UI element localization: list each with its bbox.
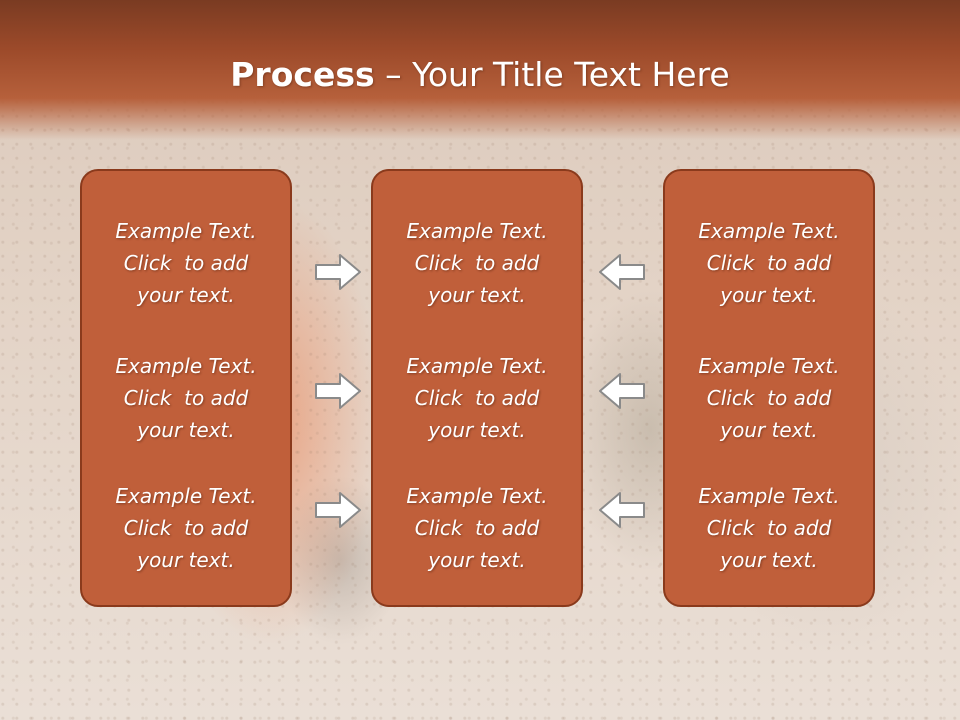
text-line: Click to add	[706, 386, 832, 410]
arrow-right-icon	[315, 373, 361, 409]
panel-text-block[interactable]: Example Text. Click to add your text.	[82, 350, 290, 446]
text-line: Example Text.	[115, 354, 257, 378]
title-bold: Process	[230, 55, 375, 94]
text-line: your text.	[428, 548, 526, 572]
arrow-right-icon	[315, 254, 361, 290]
panel-text-block[interactable]: Example Text. Click to add your text.	[665, 480, 873, 576]
panel-text-block[interactable]: Example Text. Click to add your text.	[82, 480, 290, 576]
panel-text-block[interactable]: Example Text. Click to add your text.	[373, 480, 581, 576]
text-line: Click to add	[414, 386, 540, 410]
title-rest: – Your Title Text Here	[374, 55, 730, 94]
panel-text-block[interactable]: Example Text. Click to add your text.	[665, 215, 873, 311]
text-line: Click to add	[414, 516, 540, 540]
text-line: your text.	[137, 548, 235, 572]
panel-text-block[interactable]: Example Text. Click to add your text.	[373, 215, 581, 311]
text-line: your text.	[428, 283, 526, 307]
text-line: your text.	[137, 418, 235, 442]
text-line: Example Text.	[406, 219, 548, 243]
panel-text-block[interactable]: Example Text. Click to add your text.	[373, 350, 581, 446]
text-line: Click to add	[706, 516, 832, 540]
title-bar	[0, 0, 960, 140]
text-line: your text.	[720, 418, 818, 442]
slide-title[interactable]: Process – Your Title Text Here	[0, 50, 960, 100]
arrow-right-icon	[315, 492, 361, 528]
text-line: Example Text.	[406, 354, 548, 378]
text-line: Example Text.	[406, 484, 548, 508]
text-line: Example Text.	[698, 354, 840, 378]
process-panel-2[interactable]: Example Text. Click to add your text. Ex…	[371, 169, 583, 607]
text-line: Click to add	[123, 251, 249, 275]
panel-text-block[interactable]: Example Text. Click to add your text.	[665, 350, 873, 446]
process-panel-1[interactable]: Example Text. Click to add your text. Ex…	[80, 169, 292, 607]
text-line: your text.	[428, 418, 526, 442]
text-line: Example Text.	[698, 484, 840, 508]
text-line: Example Text.	[115, 484, 257, 508]
panel-text-block[interactable]: Example Text. Click to add your text.	[82, 215, 290, 311]
text-line: your text.	[137, 283, 235, 307]
text-line: Example Text.	[115, 219, 257, 243]
text-line: Click to add	[414, 251, 540, 275]
text-line: Click to add	[123, 516, 249, 540]
arrow-left-icon	[599, 373, 645, 409]
text-line: your text.	[720, 548, 818, 572]
arrow-left-icon	[599, 492, 645, 528]
text-line: Click to add	[706, 251, 832, 275]
process-panel-3[interactable]: Example Text. Click to add your text. Ex…	[663, 169, 875, 607]
text-line: Example Text.	[698, 219, 840, 243]
text-line: Click to add	[123, 386, 249, 410]
arrow-left-icon	[599, 254, 645, 290]
text-line: your text.	[720, 283, 818, 307]
